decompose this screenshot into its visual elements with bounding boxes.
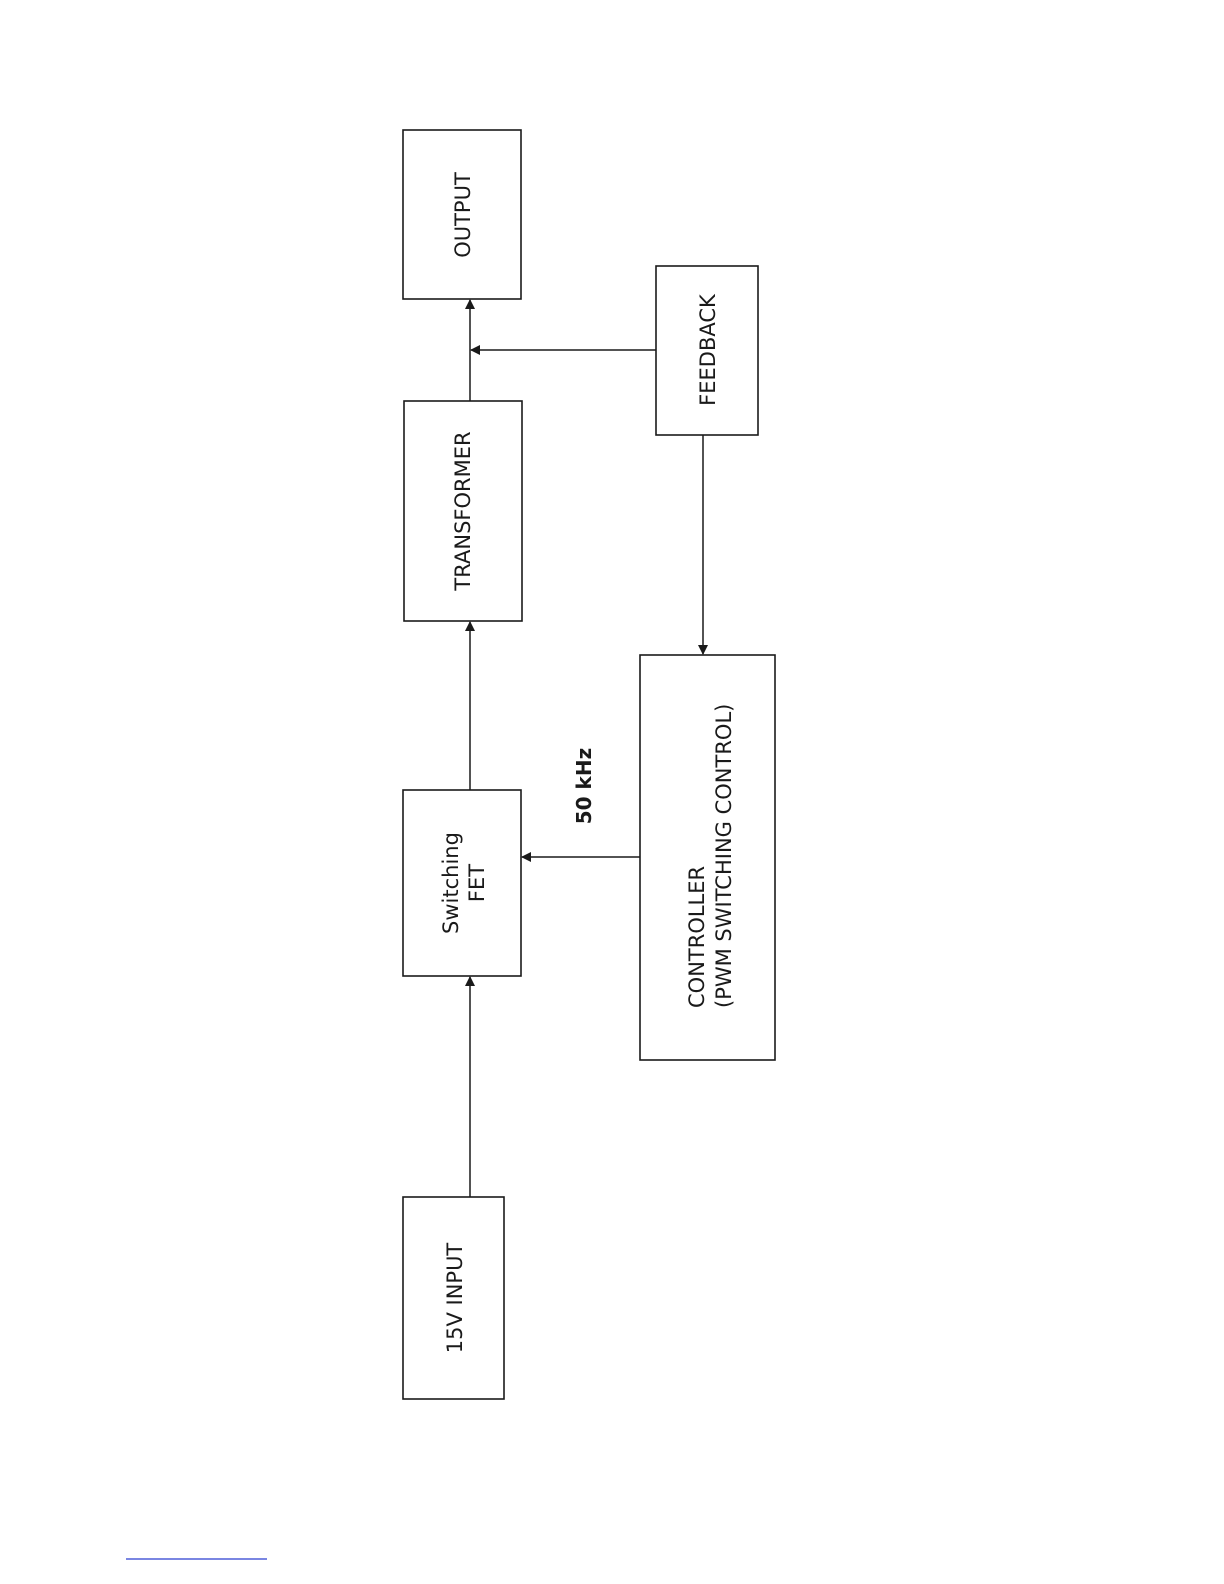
fet-label-line2: FET bbox=[465, 864, 489, 902]
input-label: 15V INPUT bbox=[443, 1243, 467, 1354]
transformer-label: TRANSFORMER bbox=[451, 431, 475, 591]
feedback-label: FEEDBACK bbox=[696, 293, 720, 406]
output-label: OUTPUT bbox=[451, 172, 475, 258]
feedback-block: FEEDBACK bbox=[656, 266, 758, 435]
frequency-label: 50 kHz bbox=[572, 748, 596, 824]
input-block: 15V INPUT bbox=[403, 1197, 504, 1399]
fet-block: Switching FET bbox=[403, 790, 521, 976]
controller-block: CONTROLLER (PWM SWITCHING CONTROL) bbox=[640, 655, 775, 1060]
transformer-block: TRANSFORMER bbox=[404, 401, 522, 621]
output-block: OUTPUT bbox=[403, 130, 521, 299]
controller-label-line2: (PWM SWITCHING CONTROL) bbox=[712, 704, 736, 1008]
fet-label-line1: Switching bbox=[439, 832, 463, 934]
controller-label-line1: CONTROLLER bbox=[685, 866, 709, 1008]
